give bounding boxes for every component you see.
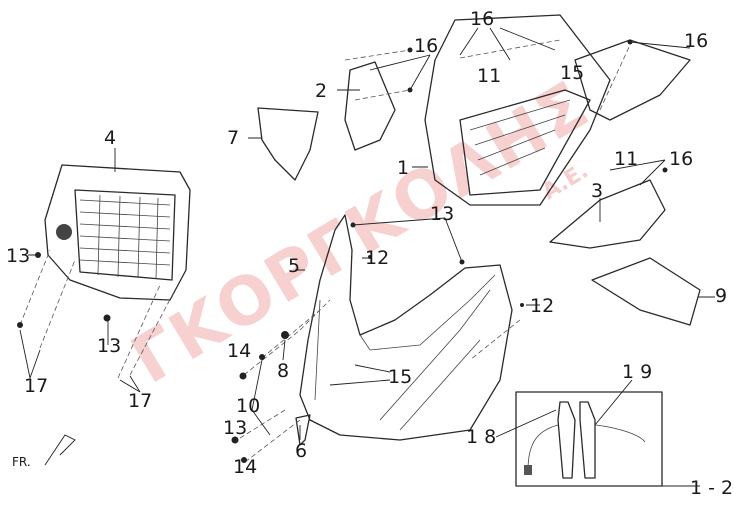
callout-13: 13	[223, 417, 247, 439]
callout-18: 1 8	[466, 426, 496, 448]
callout-12: 12	[365, 247, 389, 269]
callout-12: 12	[530, 295, 554, 317]
part-2-bracket	[344, 61, 396, 151]
watermark-text: ΓΚΟΡΓΚΟΛΗΣ	[119, 66, 603, 399]
part-6-clip	[295, 414, 311, 446]
callout-11: 11	[477, 65, 501, 87]
part-7-panel	[257, 107, 319, 181]
callout-16: 16	[684, 30, 708, 52]
callout-17: 17	[24, 375, 48, 397]
callout-14: 14	[227, 340, 251, 362]
callout-14: 14	[233, 456, 257, 478]
callout-6: 6	[295, 440, 307, 462]
part-1-headlight	[424, 14, 611, 206]
callout-13: 13	[97, 335, 121, 357]
callout-19: 1 9	[622, 361, 652, 383]
part-9-lower-cover	[591, 257, 701, 326]
watermark: ΓΚΟΡΓΚΟΛΗΣ	[119, 66, 603, 399]
callout-7: 7	[227, 127, 239, 149]
callout-17: 17	[128, 390, 152, 412]
callout-1: 1	[397, 157, 409, 179]
upper-right-cover	[574, 39, 691, 121]
callout-2: 2	[315, 80, 327, 102]
callout-5: 5	[288, 255, 300, 277]
callout-10: 10	[236, 395, 260, 417]
callout-8: 8	[277, 360, 289, 382]
part-5-front-cover	[299, 214, 513, 441]
callout-16: 16	[669, 148, 693, 170]
callout-13: 13	[430, 203, 454, 225]
callout-9: 9	[715, 285, 727, 307]
callout-labels: 16 16 16 2 11 15 7 4 1 11 16 3 13 5 12 1…	[6, 8, 733, 499]
front-direction-label: FR.	[12, 455, 31, 469]
callout-16: 16	[414, 35, 438, 57]
callout-16: 16	[470, 8, 494, 30]
fastener-lines	[19, 39, 631, 463]
callout-11: 11	[614, 148, 638, 170]
part-1-2-inset-box	[515, 391, 663, 487]
callout-4: 4	[104, 127, 116, 149]
callout-13: 13	[6, 245, 30, 267]
callout-1-2: 1 - 2	[690, 477, 733, 499]
front-direction-arrow: FR.	[12, 434, 76, 469]
callout-15: 15	[388, 366, 412, 388]
callout-3: 3	[591, 180, 603, 202]
callout-15: 15	[560, 62, 584, 84]
leader-lines	[19, 27, 715, 487]
part-4-inner-cover	[44, 164, 191, 301]
